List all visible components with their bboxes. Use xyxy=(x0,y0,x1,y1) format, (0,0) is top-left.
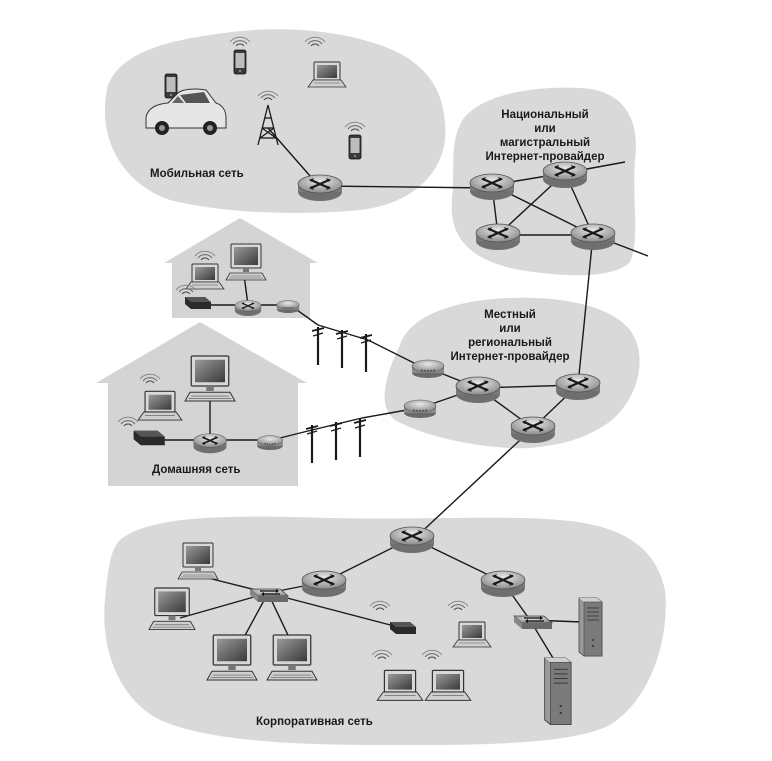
server-icon xyxy=(578,597,603,657)
desktop-computer-icon xyxy=(177,542,219,580)
phone-icon xyxy=(164,73,178,99)
wireless-router-icon xyxy=(390,622,416,634)
utility-pole-icon xyxy=(352,417,368,459)
cell-tower-icon xyxy=(257,104,279,146)
utility-pole-icon xyxy=(358,332,374,374)
national-isp-label-line: Интернет-провайдер xyxy=(485,151,605,163)
regional-isp-label: Местный или региональный Интернет-провай… xyxy=(435,308,585,364)
desktop-computer-icon xyxy=(266,634,318,681)
regional-isp-label-line: Интернет-провайдер xyxy=(450,351,570,363)
national-isp-label-line: или xyxy=(534,123,556,135)
router-icon xyxy=(234,299,262,317)
utility-pole-icon xyxy=(328,420,344,462)
car-icon xyxy=(145,88,227,135)
wireless-router-icon xyxy=(185,297,211,309)
router-icon xyxy=(554,372,602,402)
desktop-computer-icon xyxy=(184,355,236,402)
router-icon xyxy=(479,569,527,599)
router-icon xyxy=(296,173,344,203)
laptop-icon xyxy=(185,263,225,290)
router-icon xyxy=(468,172,516,202)
mobile-network-label: Мобильная сеть xyxy=(150,168,244,180)
phone-icon xyxy=(233,49,247,75)
utility-pole-icon xyxy=(310,325,326,367)
regional-isp-cloud xyxy=(384,297,640,449)
home-house-large xyxy=(96,322,307,486)
router-icon xyxy=(569,222,617,252)
mobile-network-cloud xyxy=(104,29,446,213)
server-icon xyxy=(544,657,572,726)
enterprise-network-label: Корпоративная сеть xyxy=(256,716,373,728)
regional-isp-label-line: Местный xyxy=(484,309,536,321)
desktop-computer-icon xyxy=(206,634,258,681)
router-icon xyxy=(454,375,502,405)
home-network-label: Домашняя сеть xyxy=(152,464,241,476)
modem-icon xyxy=(403,399,437,419)
laptop-icon xyxy=(137,390,183,421)
modem-icon xyxy=(276,300,300,314)
router-icon xyxy=(541,160,589,190)
router-icon xyxy=(192,432,228,455)
router-icon xyxy=(509,415,557,445)
router-icon xyxy=(300,569,348,599)
router-icon xyxy=(474,222,522,252)
laptop-icon xyxy=(424,669,472,702)
national-isp-label-line: магистральный xyxy=(499,137,591,149)
phone-icon xyxy=(348,134,362,160)
laptop-icon xyxy=(452,621,492,648)
regional-isp-label-line: региональный xyxy=(468,337,552,349)
regional-isp-label-line: или xyxy=(499,323,521,335)
enterprise-network-cloud xyxy=(104,516,666,745)
laptop-icon xyxy=(307,61,347,88)
laptop-icon xyxy=(376,669,424,702)
wireless-router-icon xyxy=(133,430,165,446)
national-isp-label-line: Национальный xyxy=(501,109,589,121)
national-isp-label: Национальный или магистральный Интернет-… xyxy=(470,108,620,164)
utility-pole-icon xyxy=(334,328,350,370)
desktop-computer-icon xyxy=(148,587,196,630)
desktop-computer-icon xyxy=(225,243,267,281)
modem-icon xyxy=(256,435,284,451)
router-icon xyxy=(388,525,436,555)
